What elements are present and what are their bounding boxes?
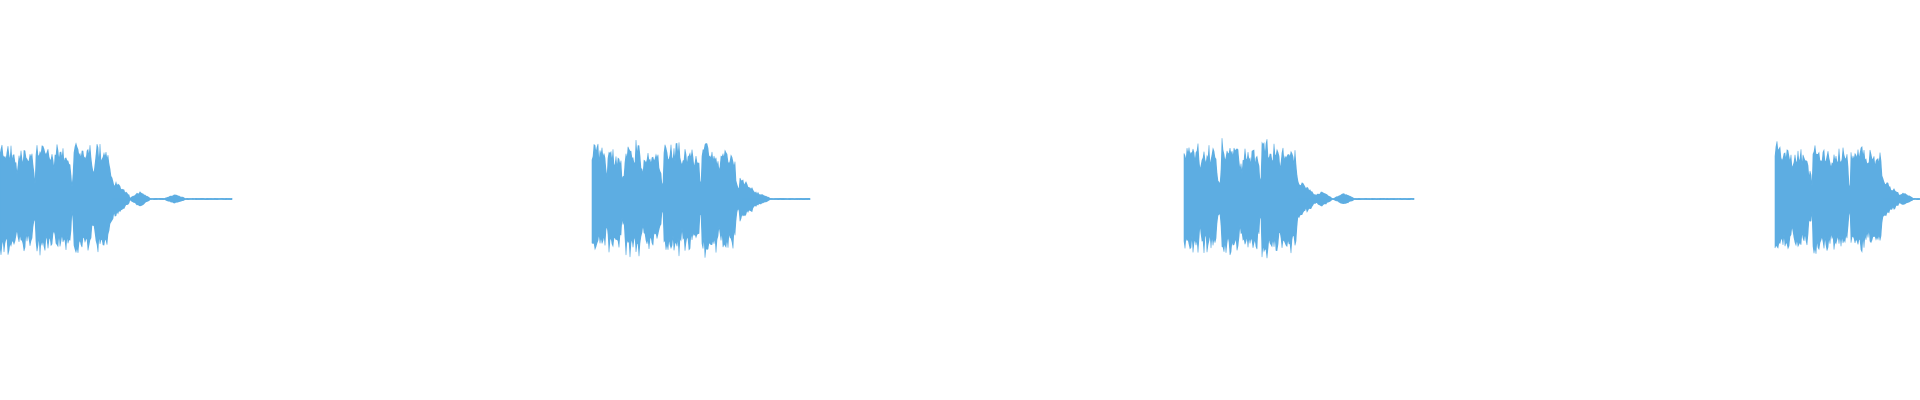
waveform-clip-3: [1183, 138, 1415, 259]
waveform-clip-4: [1774, 141, 1920, 254]
